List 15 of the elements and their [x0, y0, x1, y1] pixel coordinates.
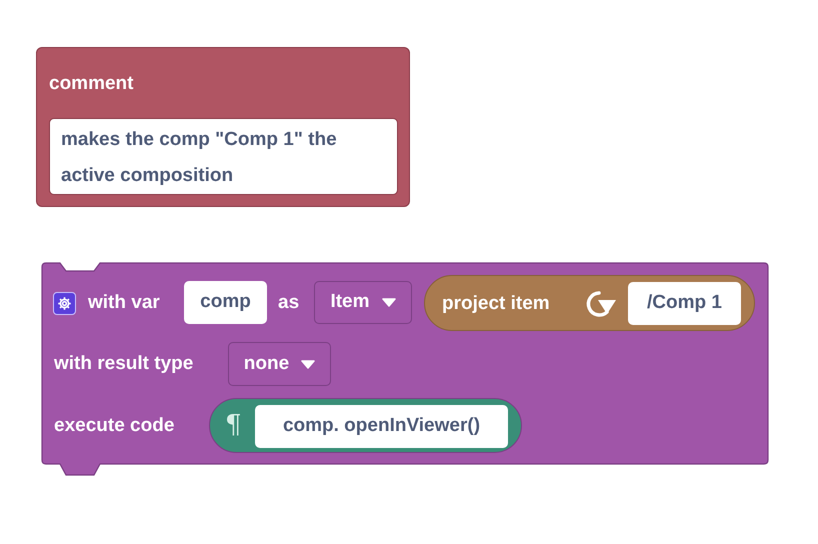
block-title: comment — [49, 72, 134, 96]
block-label: project item — [442, 292, 550, 316]
input-field: /Comp 1 — [628, 282, 741, 325]
block-label: execute code — [54, 414, 174, 438]
block-label: as — [278, 291, 300, 315]
pilcrow-glyph: ¶ — [225, 409, 242, 441]
block-label: with result type — [54, 352, 194, 376]
block-label: with var — [88, 291, 160, 315]
dropdown: none — [228, 342, 331, 386]
input-field: comp. openInViewer() — [255, 405, 508, 448]
statement-block — [42, 263, 768, 477]
dropdown: Item — [314, 281, 412, 324]
comment-field: makes the comp "Comp 1" the active composition — [49, 118, 398, 195]
comment-block — [36, 47, 410, 207]
input-field: comp — [184, 281, 267, 324]
